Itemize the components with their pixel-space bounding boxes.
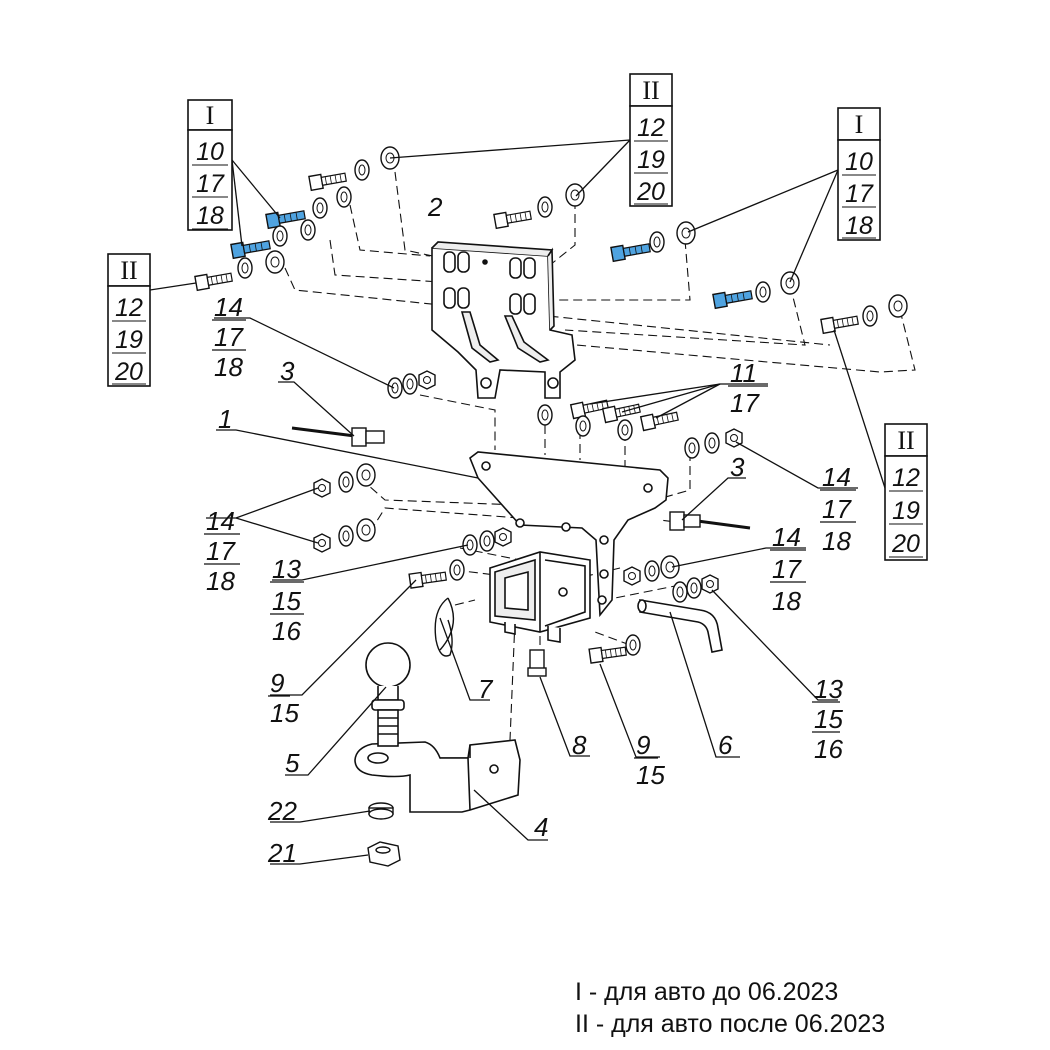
callout-labels: 2 14 17 18 3 1 11 17 14 17 18 3 14 17 18…	[206, 192, 852, 868]
bolt-3-left	[291, 426, 385, 447]
callout-22: 22	[267, 796, 297, 826]
box-top-II-roman: II	[642, 76, 659, 105]
callout-11: 11	[730, 358, 757, 388]
box-top-II-num: 20	[636, 178, 665, 206]
clip-7	[434, 597, 455, 657]
box-left-II-num: 19	[115, 326, 143, 354]
callout-15: 15	[270, 698, 299, 728]
callout-underlines	[204, 319, 856, 759]
tow-ball-5	[365, 642, 411, 747]
box-left-I: I 10 17 18	[187, 99, 233, 231]
callout-17: 17	[214, 322, 244, 352]
legend-line-2: II - для авто после 06.2023	[575, 1010, 886, 1038]
assembly-lines	[284, 171, 916, 741]
box-left-II-roman: II	[120, 256, 137, 285]
box-top-II: II 12 19 20	[629, 73, 673, 207]
callout-14: 14	[772, 522, 801, 552]
callout-4: 4	[534, 812, 548, 842]
legend-line-1: I - для авто до 06.2023	[575, 978, 839, 1006]
callout-1: 1	[218, 404, 232, 434]
bolt-3-right	[669, 511, 751, 531]
washer-22	[368, 802, 394, 820]
box-left-I-num: 17	[196, 170, 225, 198]
callout-16: 16	[814, 734, 843, 764]
callout-3: 3	[730, 452, 745, 482]
box-top-II-num: 19	[637, 146, 665, 174]
box-top-II-num: 12	[637, 114, 665, 142]
callout-15: 15	[814, 704, 843, 734]
box-right-II-num: 12	[892, 464, 920, 492]
box-left-II-num: 12	[115, 294, 143, 322]
callout-17: 17	[822, 494, 852, 524]
callout-17: 17	[772, 554, 802, 584]
box-right-II-num: 20	[891, 530, 920, 558]
box-left-I-num: 10	[196, 138, 224, 166]
nut-21	[367, 841, 401, 867]
callout-17: 17	[206, 536, 236, 566]
callout-7: 7	[478, 674, 494, 704]
ball-mount-4	[354, 739, 521, 813]
callout-13: 13	[272, 554, 301, 584]
box-right-I: I 10 17 18	[837, 107, 881, 241]
callout-18: 18	[772, 586, 801, 616]
callout-14: 14	[214, 292, 243, 322]
callout-9: 9	[636, 730, 650, 760]
box-left-I-roman: I	[206, 101, 215, 130]
box-right-I-num: 10	[845, 148, 873, 176]
receiver-tube	[489, 551, 591, 643]
callout-8: 8	[572, 730, 587, 760]
callout-18: 18	[822, 526, 851, 556]
pin-6	[637, 599, 723, 653]
box-right-I-roman: I	[855, 110, 864, 139]
callout-6: 6	[718, 730, 733, 760]
callout-21: 21	[267, 838, 297, 868]
callout-5: 5	[285, 748, 300, 778]
callout-16: 16	[272, 616, 301, 646]
callout-2: 2	[427, 192, 443, 222]
box-right-I-num: 18	[845, 212, 873, 240]
box-left-I-num: 18	[196, 202, 224, 230]
callout-9: 9	[270, 668, 284, 698]
box-left-II: II 12 19 20	[107, 253, 151, 387]
callout-14: 14	[206, 506, 235, 536]
callout-13: 13	[814, 674, 843, 704]
callout-15: 15	[636, 760, 665, 790]
callout-15: 15	[272, 586, 301, 616]
main-plate-1	[469, 451, 669, 618]
box-right-II-num: 19	[892, 497, 920, 525]
callout-3: 3	[280, 356, 295, 386]
callout-14: 14	[822, 462, 851, 492]
bolt-8	[527, 649, 547, 677]
bracket-plate-2	[431, 241, 576, 399]
box-left-II-num: 20	[114, 358, 143, 386]
callout-18: 18	[214, 352, 243, 382]
box-right-II: II 12 19 20	[884, 423, 928, 561]
box-right-I-num: 17	[845, 180, 874, 208]
box-right-II-roman: II	[897, 426, 914, 455]
callout-18: 18	[206, 566, 235, 596]
callout-17: 17	[730, 388, 760, 418]
